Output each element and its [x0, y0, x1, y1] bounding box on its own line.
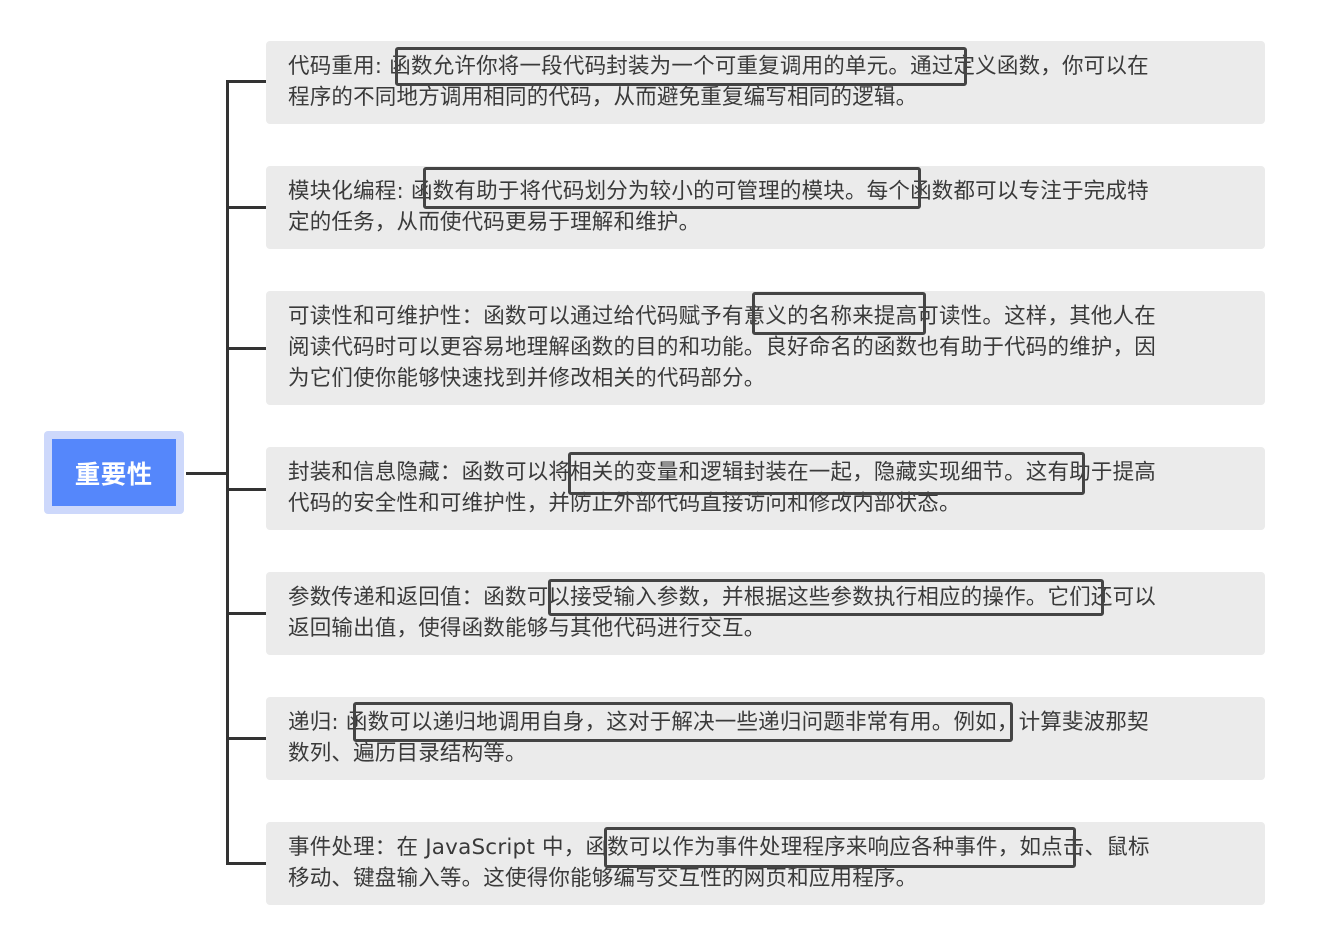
branch-line: 阅读代码时可以更容易地理解函数的目的和功能。良好命名的函数也有助于代码的维护，因 — [288, 335, 1157, 360]
branch-node-recursion[interactable]: 递归: 函数可以递归地调用自身，这对于解决一些递归问题非常有用。例如，计算斐波那… — [266, 697, 1265, 780]
branch-node-code-reuse[interactable]: 代码重用: 函数允许你将一段代码封装为一个可重复调用的单元。通过定义函数，你可以… — [266, 41, 1265, 124]
branch-connector-6 — [226, 737, 266, 740]
branch-line: 程序的不同地方调用相同的代码，从而避免重复编写相同的逻辑。 — [288, 85, 918, 110]
branch-line: 移动、键盘输入等。这使得你能够编写交互性的网页和应用程序。 — [288, 866, 918, 891]
trunk-connector — [226, 80, 229, 865]
branch-line: 参数传递和返回值：函数可以接受输入参数，并根据这些参数执行相应的操作。它们还可以 — [288, 585, 1157, 610]
highlight-box — [395, 47, 967, 86]
branch-connector-4 — [226, 488, 266, 491]
highlight-box — [568, 452, 1085, 495]
branch-connector-1 — [226, 80, 266, 83]
branch-connector-7 — [226, 862, 266, 865]
branch-line: 返回输出值，使得函数能够与其他代码进行交互。 — [288, 616, 766, 641]
root-node[interactable]: 重要性 — [52, 439, 176, 506]
branch-line: 递归: 函数可以递归地调用自身，这对于解决一些递归问题非常有用。例如，计算斐波那… — [288, 710, 1149, 735]
branch-line: 代码重用: 函数允许你将一段代码封装为一个可重复调用的单元。通过定义函数，你可以… — [288, 54, 1149, 79]
branch-line: 代码的安全性和可维护性，并防止外部代码直接访问和修改内部状态。 — [288, 491, 961, 516]
branch-line: 为它们使你能够快速找到并修改相关的代码部分。 — [288, 366, 766, 391]
root-connector — [186, 472, 228, 475]
branch-line: 模块化编程: 函数有助于将代码划分为较小的可管理的模块。每个函数都可以专注于完成… — [288, 179, 1149, 204]
branch-line: 封装和信息隐藏：函数可以将相关的变量和逻辑封装在一起，隐藏实现细节。这有助于提高 — [288, 460, 1157, 485]
branch-node-event-handling[interactable]: 事件处理：在 JavaScript 中，函数可以作为事件处理程序来响应各种事件，… — [266, 822, 1265, 905]
branch-connector-5 — [226, 612, 266, 615]
branch-connector-2 — [226, 206, 266, 209]
root-node-label: 重要性 — [74, 459, 153, 489]
highlight-box — [752, 292, 926, 335]
branch-node-encapsulation[interactable]: 封装和信息隐藏：函数可以将相关的变量和逻辑封装在一起，隐藏实现细节。这有助于提高… — [266, 447, 1265, 530]
branch-line: 可读性和可维护性：函数可以通过给代码赋予有意义的名称来提高可读性。这样，其他人在 — [288, 304, 1157, 329]
branch-connector-3 — [226, 347, 266, 350]
branch-line: 事件处理：在 JavaScript 中，函数可以作为事件处理程序来响应各种事件，… — [288, 835, 1150, 860]
highlight-box — [604, 827, 1076, 868]
branch-line: 数列、遍历目录结构等。 — [288, 741, 527, 766]
highlight-box — [548, 579, 1104, 616]
highlight-box — [353, 702, 1013, 742]
highlight-box — [423, 167, 921, 209]
branch-line: 定的任务，从而使代码更易于理解和维护。 — [288, 210, 701, 235]
branch-node-readability[interactable]: 可读性和可维护性：函数可以通过给代码赋予有意义的名称来提高可读性。这样，其他人在… — [266, 291, 1265, 405]
